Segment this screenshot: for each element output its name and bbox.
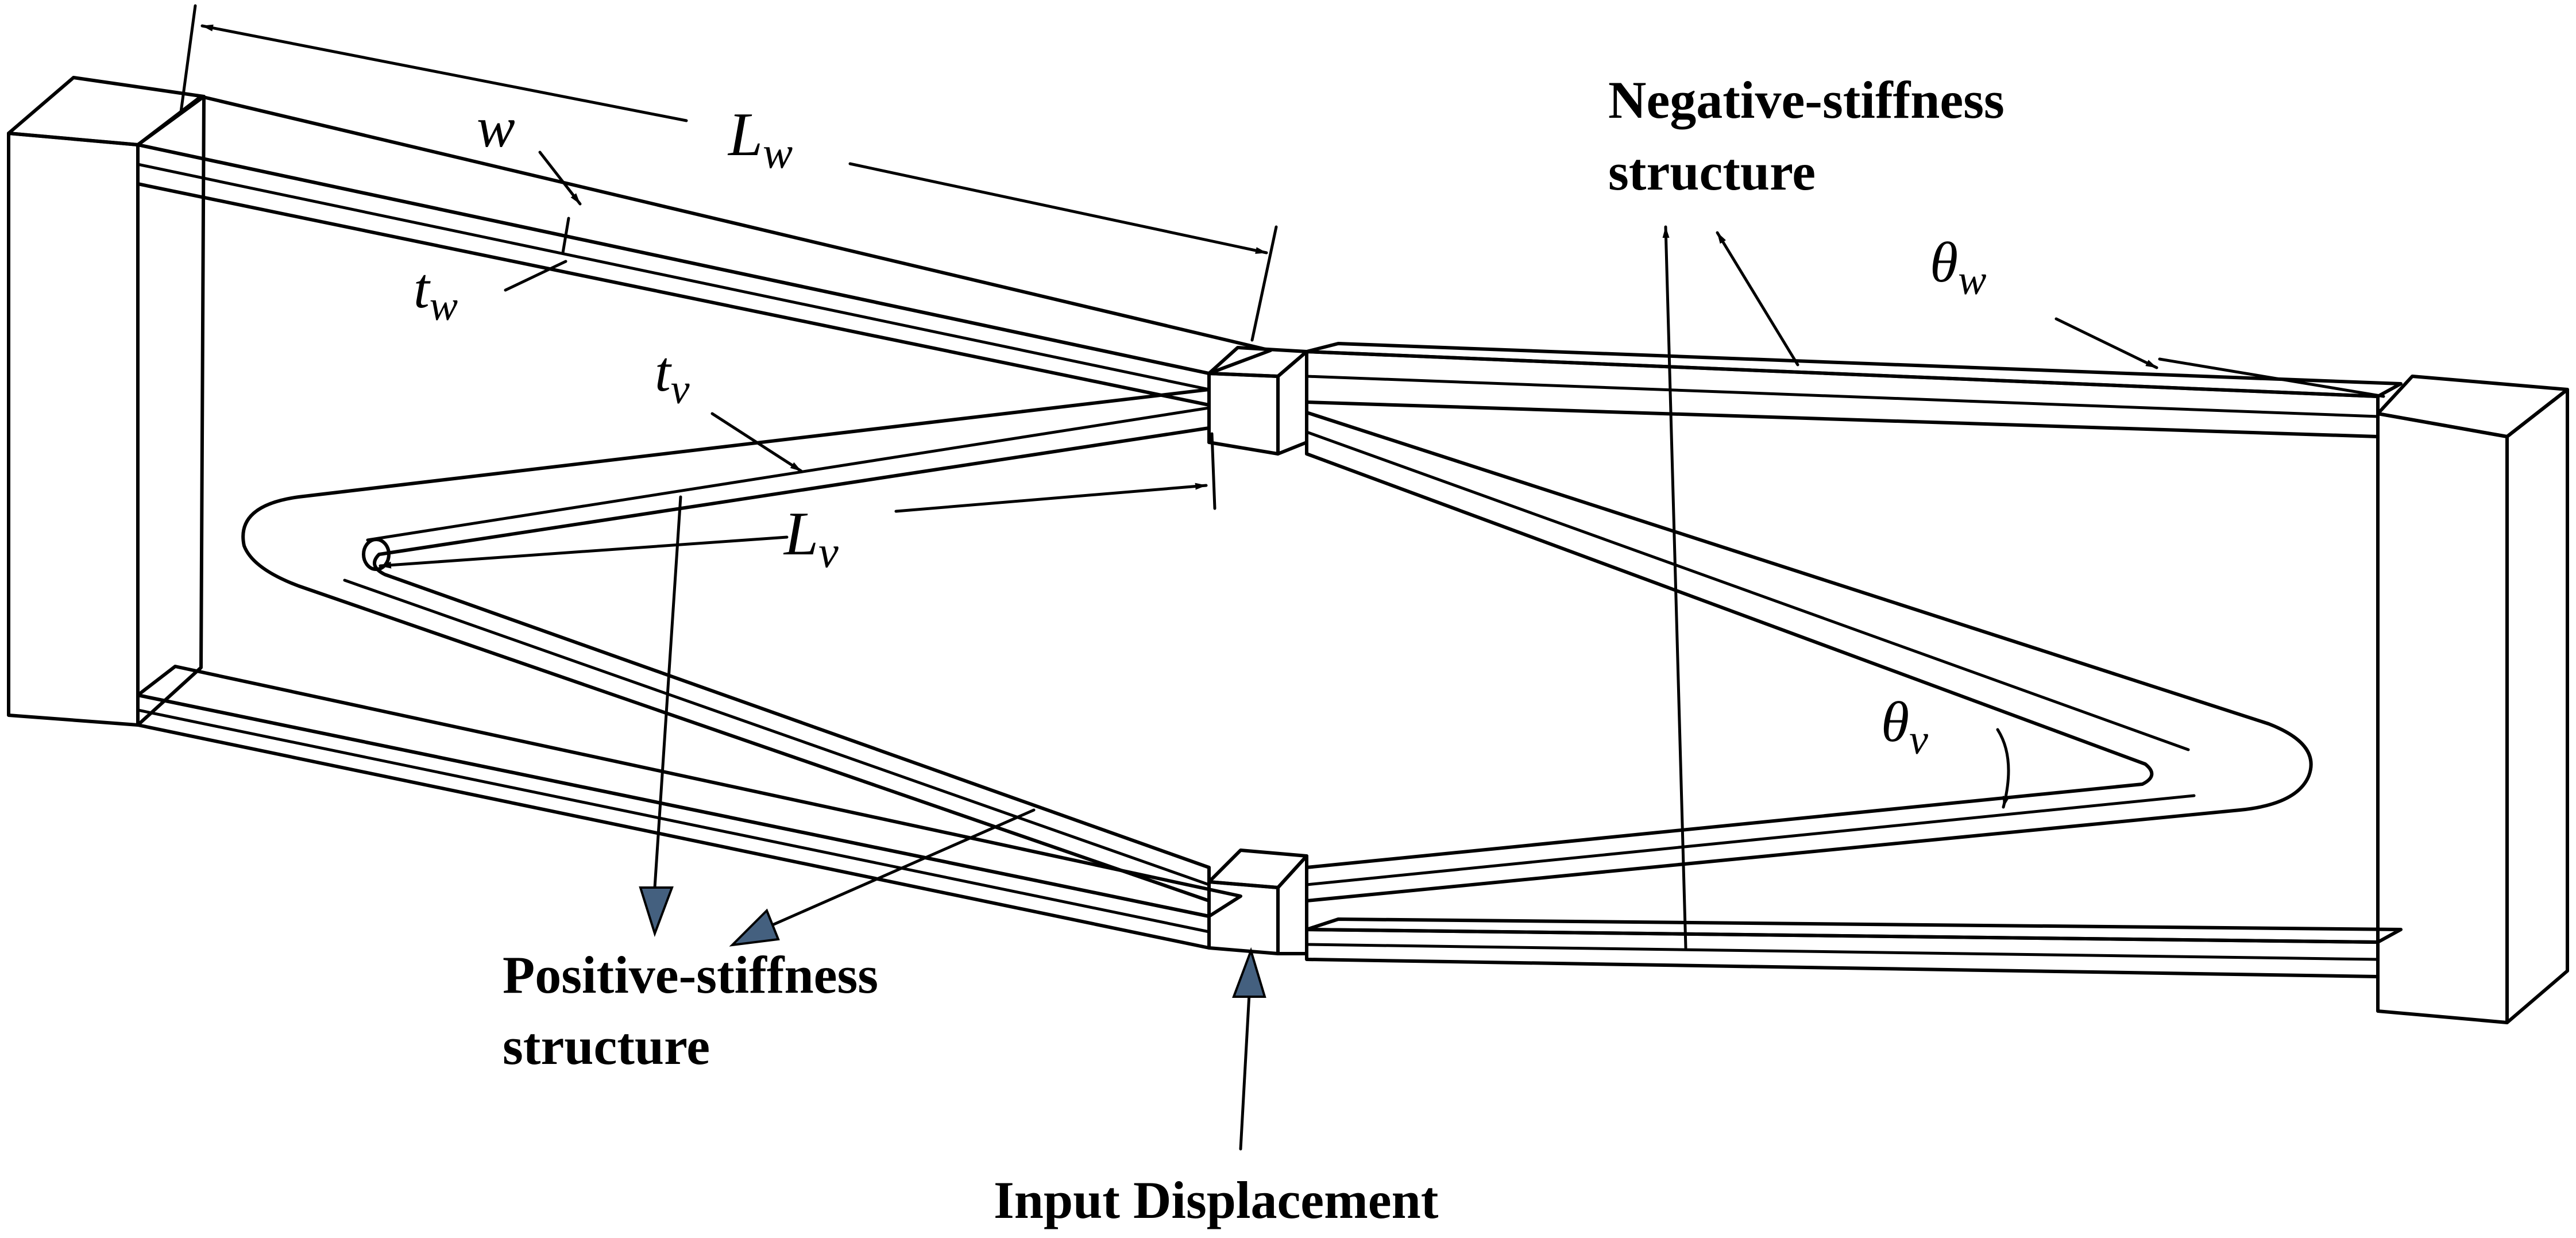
dim-thetav-arc [1996, 728, 2010, 809]
w-symbol: w [477, 95, 515, 159]
positive-right-v [1305, 411, 2313, 903]
right-anchor-block [2376, 375, 2569, 1024]
top-right-beam [1305, 342, 2403, 438]
Lw-symbol: Lw [727, 101, 793, 178]
positive-callout-arrows [639, 495, 1036, 947]
dim-tv-leader [710, 412, 803, 473]
dim-thetaw-leader [2054, 317, 2385, 398]
left-anchor-block [7, 76, 206, 727]
negative-callout-arrows [1662, 225, 1799, 950]
bottom-right-beam [1305, 917, 2403, 978]
positive-left-v [241, 388, 1211, 903]
Lv-symbol: Lv [783, 500, 839, 577]
tw-symbol: tw [414, 256, 458, 330]
bottom-left-beam [136, 665, 1242, 950]
center-bottom-block [1207, 849, 1308, 955]
thetav-symbol: θv [1881, 690, 1928, 763]
dim-w-leader [504, 151, 582, 292]
input-arrow [1232, 947, 1266, 1151]
positive-stiffness-label-2: structure [503, 1017, 710, 1075]
dim-Lw [179, 4, 1278, 342]
input-displacement-label: Input Displacement [994, 1171, 1439, 1229]
positive-stiffness-label-1: Positive-stiffness [503, 946, 878, 1004]
negative-stiffness-label-1: Negative-stiffness [1608, 71, 2005, 129]
top-left-beam [136, 95, 1272, 407]
thetaw-symbol: θw [1930, 230, 1986, 304]
tv-symbol: tv [655, 340, 690, 413]
dim-Lv [379, 432, 1216, 569]
center-top-block [1207, 346, 1308, 456]
negative-stiffness-label-2: structure [1608, 142, 1816, 201]
